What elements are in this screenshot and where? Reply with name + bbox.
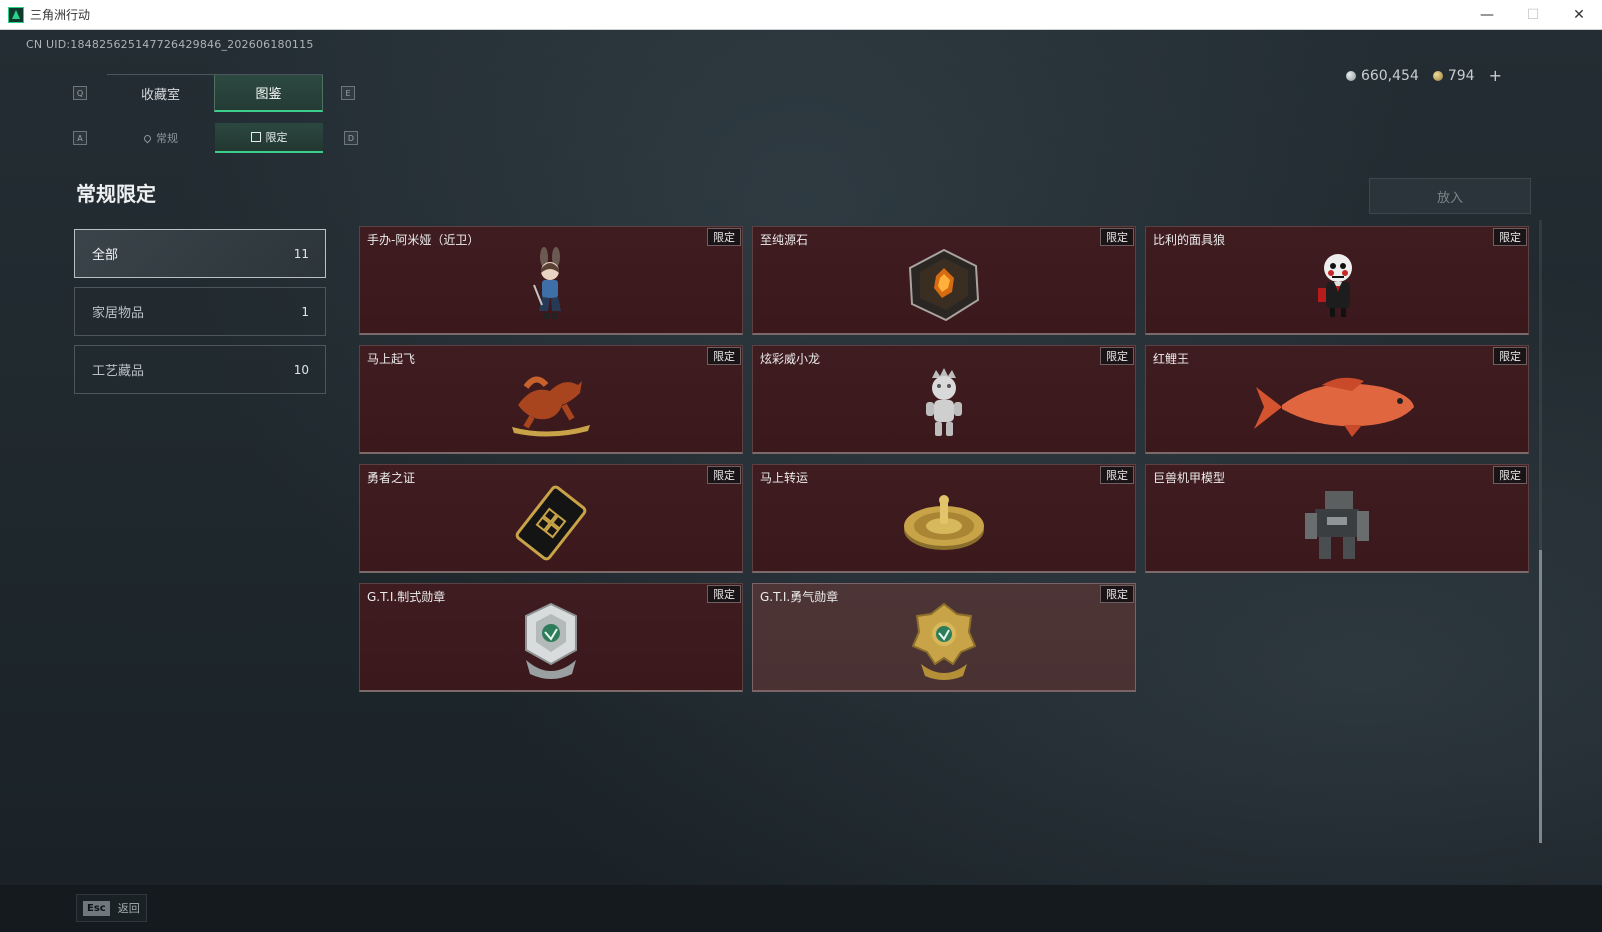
category-label: 工艺藏品 [92,364,145,379]
limited-badge: 限定 [707,585,741,603]
item-card[interactable]: 巨兽机甲模型 限定 [1145,464,1529,573]
limited-badge: 限定 [1100,347,1134,365]
limited-badge: 限定 [707,347,741,365]
item-name: G.T.I.勇气勋章 [760,590,839,604]
subtab-regular-label: 常规 [156,132,178,145]
wheel-icon [904,495,984,550]
figurine-icon [533,247,561,319]
scrollbar-track[interactable] [1539,220,1542,843]
category-label: 全部 [92,248,119,263]
sub-tabs: 常规 限定 [107,123,323,153]
card-icon [515,485,587,561]
gold-amount: 794 [1447,67,1475,84]
category-label: 家居物品 [92,306,145,321]
key-hint-e[interactable]: E [341,86,355,100]
window-controls: — ☐ ✕ [1464,0,1602,30]
gold-coin-icon [1432,70,1443,81]
currency-bar: 660,454 794 + [1345,66,1502,85]
minimize-button[interactable]: — [1480,7,1494,23]
limited-badge: 限定 [1493,466,1527,484]
image-icon [250,132,261,142]
limited-badge: 限定 [1100,585,1134,603]
medal-gold-icon [911,602,977,680]
item-card[interactable]: 至纯源石 限定 [752,226,1136,335]
puppet-icon [1318,254,1352,317]
limited-badge: 限定 [707,466,741,484]
item-card[interactable]: 马上转运 限定 [752,464,1136,573]
app-logo-icon [8,6,24,23]
item-name: 勇者之证 [367,471,416,485]
bottom-bar: Esc 返回 [0,885,1602,932]
dragon-icon [926,368,962,436]
limited-badge: 限定 [1100,228,1134,246]
key-hint-q[interactable]: Q [73,86,87,100]
back-label: 返回 [117,902,140,915]
window-title: 三角洲行动 [30,8,91,22]
item-card[interactable]: 手办-阿米娅（近卫） 限定 [359,226,743,335]
uid-text: CN UID:1848256251477264298​46_2026061801… [26,38,314,51]
category-count: 1 [301,304,309,319]
main-area: CN UID:1848256251477264298​46_2026061801… [0,30,1602,885]
page-title: 常规限定 [76,182,156,206]
esc-key-icon: Esc [83,900,110,916]
close-button[interactable]: ✕ [1573,7,1585,23]
horse-icon [512,376,590,437]
item-card[interactable]: 勇者之证 限定 [359,464,743,573]
tab-collection-room[interactable]: 收藏室 [140,88,180,103]
drop-icon [142,133,153,143]
silver-currency: 660,454 [1345,67,1419,84]
medal-silver-icon [525,602,577,679]
silver-amount: 660,454 [1360,67,1419,84]
crystal-icon [908,248,980,322]
key-hint-d[interactable]: D [344,131,358,145]
key-hint-a[interactable]: A [73,131,87,145]
category-all[interactable]: 全部 11 [74,229,326,278]
item-card[interactable]: G.T.I.勇气勋章 限定 [752,583,1136,692]
item-card[interactable]: 炫彩威小龙 限定 [752,345,1136,454]
item-card[interactable]: G.T.I.制式勋章 限定 [359,583,743,692]
mech-icon [1305,491,1369,559]
main-tabs: 收藏室 图鉴 [107,74,323,112]
limited-badge: 限定 [1493,228,1527,246]
gold-currency: 794 [1432,67,1475,84]
category-count: 11 [293,246,309,261]
fish-icon [1254,377,1414,437]
category-list: 全部 11 家居物品 1 工艺藏品 10 [74,229,326,403]
item-name: 马上转运 [760,471,809,485]
maximize-button[interactable]: ☐ [1526,7,1540,23]
window-titlebar: 三角洲行动 — ☐ ✕ [0,0,1602,30]
item-name: 红鲤王 [1153,352,1190,366]
scrollbar-thumb[interactable] [1539,550,1542,843]
item-name: 炫彩威小龙 [760,352,821,366]
subtab-regular[interactable]: 常规 [107,123,215,153]
item-name: 至纯源石 [760,233,809,247]
item-card[interactable]: 马上起飞 限定 [359,345,743,454]
item-card[interactable]: 红鲤王 限定 [1145,345,1529,454]
item-card[interactable]: 比利的面具狼 限定 [1145,226,1529,335]
subtab-limited-label: 限定 [265,131,288,144]
item-name: G.T.I.制式勋章 [367,590,446,604]
add-currency-button[interactable]: + [1488,66,1502,85]
item-name: 巨兽机甲模型 [1153,471,1226,485]
category-home-items[interactable]: 家居物品 1 [74,287,326,336]
subtab-limited[interactable]: 限定 [215,123,323,153]
category-crafts[interactable]: 工艺藏品 10 [74,345,326,394]
put-in-button[interactable]: 放入 [1369,178,1531,214]
item-name: 比利的面具狼 [1153,233,1226,247]
back-button[interactable]: Esc 返回 [76,894,147,922]
limited-badge: 限定 [707,228,741,246]
item-name: 马上起飞 [367,352,416,366]
limited-badge: 限定 [1493,347,1527,365]
silver-coin-icon [1345,70,1356,81]
category-count: 10 [293,362,309,377]
limited-badge: 限定 [1100,466,1134,484]
item-grid: 手办-阿米娅（近卫） 限定 至纯源石 限定 [359,226,1533,692]
tab-codex[interactable]: 图鉴 [214,75,323,112]
item-name: 手办-阿米娅（近卫） [367,233,480,247]
